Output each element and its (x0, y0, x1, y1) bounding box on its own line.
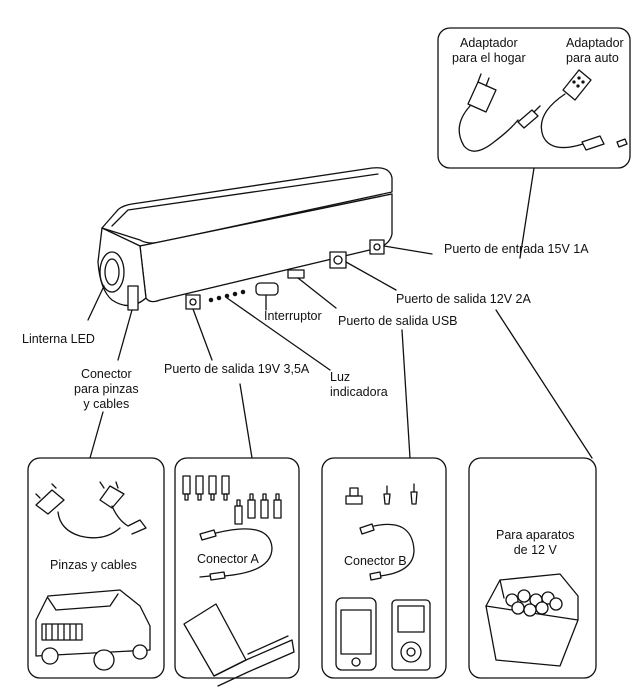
leader-box-b (401, 329, 411, 459)
leader-box-12v (495, 309, 593, 459)
media-player-icon (391, 599, 431, 671)
leader-indicator (226, 297, 331, 371)
box-clamps (27, 457, 165, 679)
smartphone-icon (335, 597, 377, 671)
laptop-icon (183, 603, 295, 687)
label-linterna: Linterna LED (22, 332, 95, 346)
cable-a-icon (199, 528, 273, 581)
cable-b-icon (359, 523, 415, 581)
usb-tips-icon (345, 483, 418, 505)
box-label-conector-b: Conector B (344, 554, 407, 568)
box-label-pinzas: Pinzas y cables (50, 558, 137, 572)
label-puerto-19v: Puerto de salida 19V 3,5A (164, 362, 310, 376)
label-conector-pinzas: Conector para pinzas y cables (74, 367, 139, 411)
suv-icon (35, 589, 151, 671)
leader-input (383, 245, 433, 255)
car-adapter-icon (540, 69, 628, 151)
box-connector-a (174, 457, 300, 679)
power-bank (97, 167, 393, 311)
label-puerto-12v: Puerto de salida 12V 2A (396, 292, 531, 306)
leader-adapters (519, 167, 535, 259)
label-puerto-entrada: Puerto de entrada 15V 1A (444, 242, 589, 256)
box-label-aparatos: Para aparatos de 12 V (496, 528, 575, 557)
leader-19v (192, 308, 213, 361)
box-label-conector-a: Conector A (197, 552, 259, 566)
cooler-icon (485, 573, 579, 667)
label-interruptor: Interruptor (264, 309, 322, 323)
leader-connector (117, 309, 133, 361)
leader-led (87, 285, 105, 321)
leader-box-clamps (89, 411, 104, 459)
label-puerto-usb: Puerto de salida USB (338, 314, 458, 328)
box-connector-b (321, 457, 447, 679)
box-12v (468, 457, 597, 679)
connector-tips-icon (182, 475, 282, 525)
jumper-clamps-icon (35, 481, 147, 539)
leader-usb (297, 277, 337, 309)
home-adapter-icon (458, 73, 541, 152)
label-luz-indicadora: Luz indicadora (330, 370, 388, 399)
leader-box-a (239, 383, 253, 459)
label-adaptador-hogar: Adaptador para el hogar (452, 36, 526, 65)
leader-12v (345, 261, 397, 291)
label-adaptador-auto: Adaptador para auto (566, 36, 624, 65)
